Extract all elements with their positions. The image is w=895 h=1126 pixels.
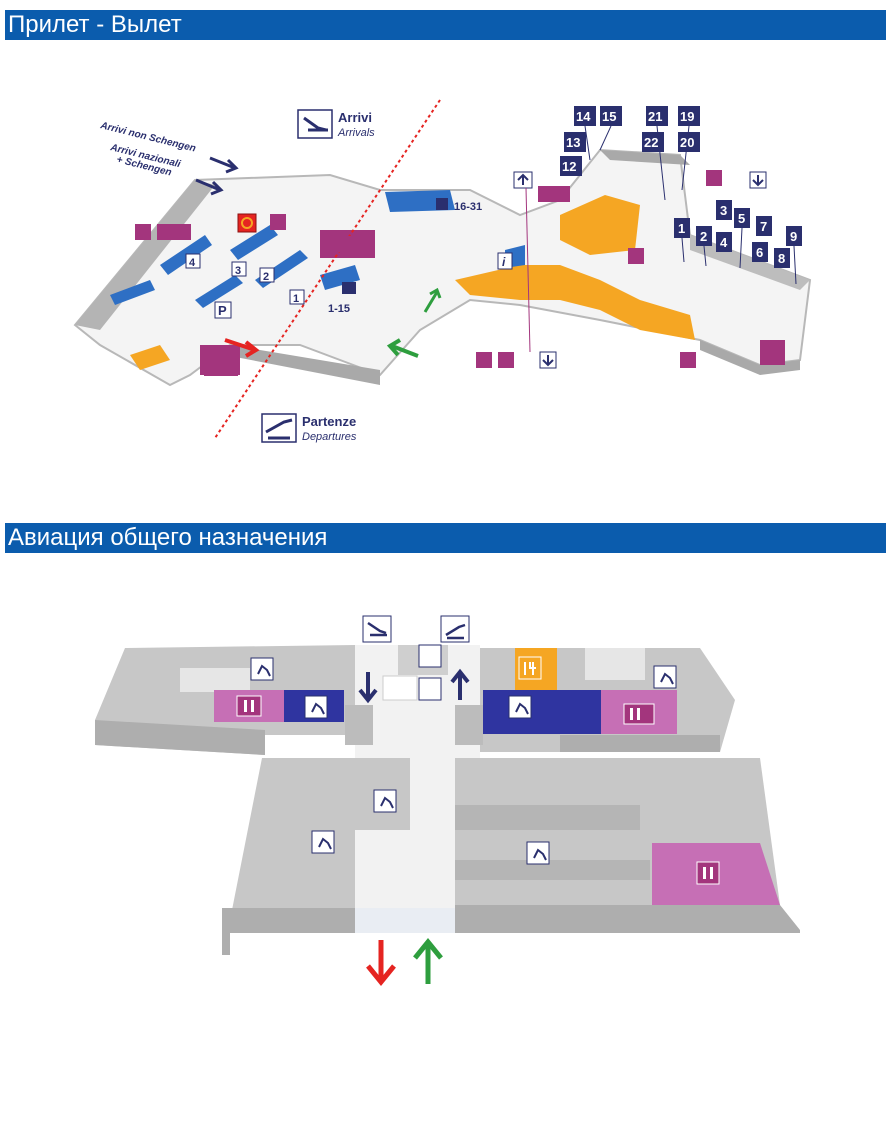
baggage-belt — [110, 280, 155, 305]
info-icon — [497, 252, 513, 270]
toilets-icon — [236, 695, 720, 885]
gate-icon — [436, 198, 448, 210]
arrow-up-icon — [450, 668, 470, 700]
section-header-general-aviation: Авиация общего назначения — [5, 523, 886, 553]
belt-label: 4 — [189, 257, 196, 269]
belt-label: 2 — [263, 271, 269, 283]
central-corridor — [355, 645, 480, 935]
gates-16-31-label: 16-31 — [454, 201, 482, 213]
belt-number-box — [185, 253, 201, 269]
belt-label: 1 — [293, 293, 299, 305]
gate-label: 12 — [562, 159, 576, 174]
departures-path-arrow — [224, 338, 256, 352]
section-title: Прилет - Вылет — [8, 11, 182, 38]
terminal-floor — [585, 648, 645, 680]
partenze-label: Partenze — [302, 414, 356, 429]
terminal-floor — [73, 148, 812, 387]
belt-number-box — [231, 261, 247, 277]
section-title: Авиация общего назначения — [8, 524, 328, 551]
terminal-floor — [455, 805, 640, 830]
gate-label: 21 — [648, 109, 662, 124]
terminal-floor — [455, 705, 483, 745]
baggage-belt — [230, 225, 278, 260]
arrivals-icon — [297, 109, 333, 139]
gate-label: 8 — [778, 251, 785, 266]
waiting-area — [483, 690, 601, 734]
parking-label: P — [218, 303, 227, 318]
arrow-right-icon — [195, 178, 224, 196]
baggage-belt — [195, 275, 243, 308]
info-point-icon — [237, 213, 257, 233]
terminal-floor — [232, 758, 410, 910]
terminal-wall — [560, 735, 720, 752]
terminal-floor — [480, 648, 735, 752]
gate-label: 2 — [700, 229, 707, 244]
arrow-down-icon — [358, 672, 378, 704]
arrivals-path-arrow — [391, 344, 419, 358]
gate-number-boxes — [560, 106, 802, 268]
toilets-icon — [135, 170, 784, 376]
section-header-arrivals-departures: Прилет - Вылет — [5, 10, 886, 40]
gate-label: 22 — [644, 135, 658, 150]
info-label: i — [502, 255, 506, 269]
gate-label: 3 — [720, 203, 727, 218]
terminal-wall — [455, 905, 800, 955]
gate-icon — [342, 282, 356, 294]
waiting-area — [284, 690, 344, 722]
shopping-area — [560, 195, 640, 255]
gate-label: 4 — [720, 235, 728, 250]
toilets-area — [652, 843, 780, 905]
gate-label: 7 — [760, 219, 767, 234]
shopping-area — [130, 345, 170, 370]
terminal-floor — [398, 645, 448, 675]
departures-label: Departures — [302, 431, 357, 443]
terminal-floor — [455, 758, 780, 905]
schengen-divider-line — [214, 99, 441, 439]
gate-label: 6 — [756, 245, 763, 260]
terminal-floor — [455, 860, 650, 880]
departures-icon — [440, 615, 470, 643]
belt-label: 3 — [235, 265, 241, 277]
shopping-area — [455, 265, 695, 340]
terminal-wall — [600, 150, 690, 165]
arrivi-label: Arrivi — [338, 110, 372, 125]
arrivals-icon — [362, 615, 392, 643]
baggage-belt — [320, 265, 360, 290]
terminal-wall — [75, 180, 215, 330]
terminal-wall — [222, 908, 355, 955]
info-desk-icon — [418, 677, 442, 701]
toilets-area — [601, 690, 677, 734]
terminal-floor — [180, 668, 250, 692]
gate-label: 19 — [680, 109, 694, 124]
gate-label: 1 — [678, 221, 685, 236]
belt-number-box — [289, 289, 305, 305]
entrance-floor — [230, 933, 800, 955]
terminal-floor — [345, 705, 373, 745]
gate-label: 15 — [602, 109, 616, 124]
restaurant-area — [515, 648, 557, 690]
gate-label: 13 — [566, 135, 580, 150]
terminal-map: Arrivi Arrivals Partenze Departures Arri… — [73, 99, 812, 443]
gate-label: 9 — [790, 229, 797, 244]
exit-arrow-down-icon — [366, 940, 396, 986]
entrance-floor — [355, 908, 455, 935]
services-icon — [382, 675, 418, 701]
check-in-icon — [418, 644, 442, 668]
arrivals-path-arrow — [423, 291, 439, 313]
entrance-arrow-up-icon — [413, 938, 443, 984]
parking-icon — [214, 301, 232, 319]
terminal-wall — [700, 340, 800, 375]
gate-label: 5 — [738, 211, 745, 226]
gates-1-15-label: 1-15 — [328, 303, 350, 315]
belt-number-box — [259, 267, 275, 283]
arrow-right-icon — [209, 156, 239, 174]
toilets-area — [214, 690, 284, 722]
waiting-room-icon — [250, 657, 677, 865]
terminal-floor — [95, 645, 355, 755]
arrivals-label: Arrivals — [337, 127, 375, 139]
terminal-wall — [225, 345, 380, 385]
restaurant-icon — [518, 656, 542, 680]
terminal-wall — [95, 720, 265, 755]
gate-label: 14 — [576, 109, 591, 124]
